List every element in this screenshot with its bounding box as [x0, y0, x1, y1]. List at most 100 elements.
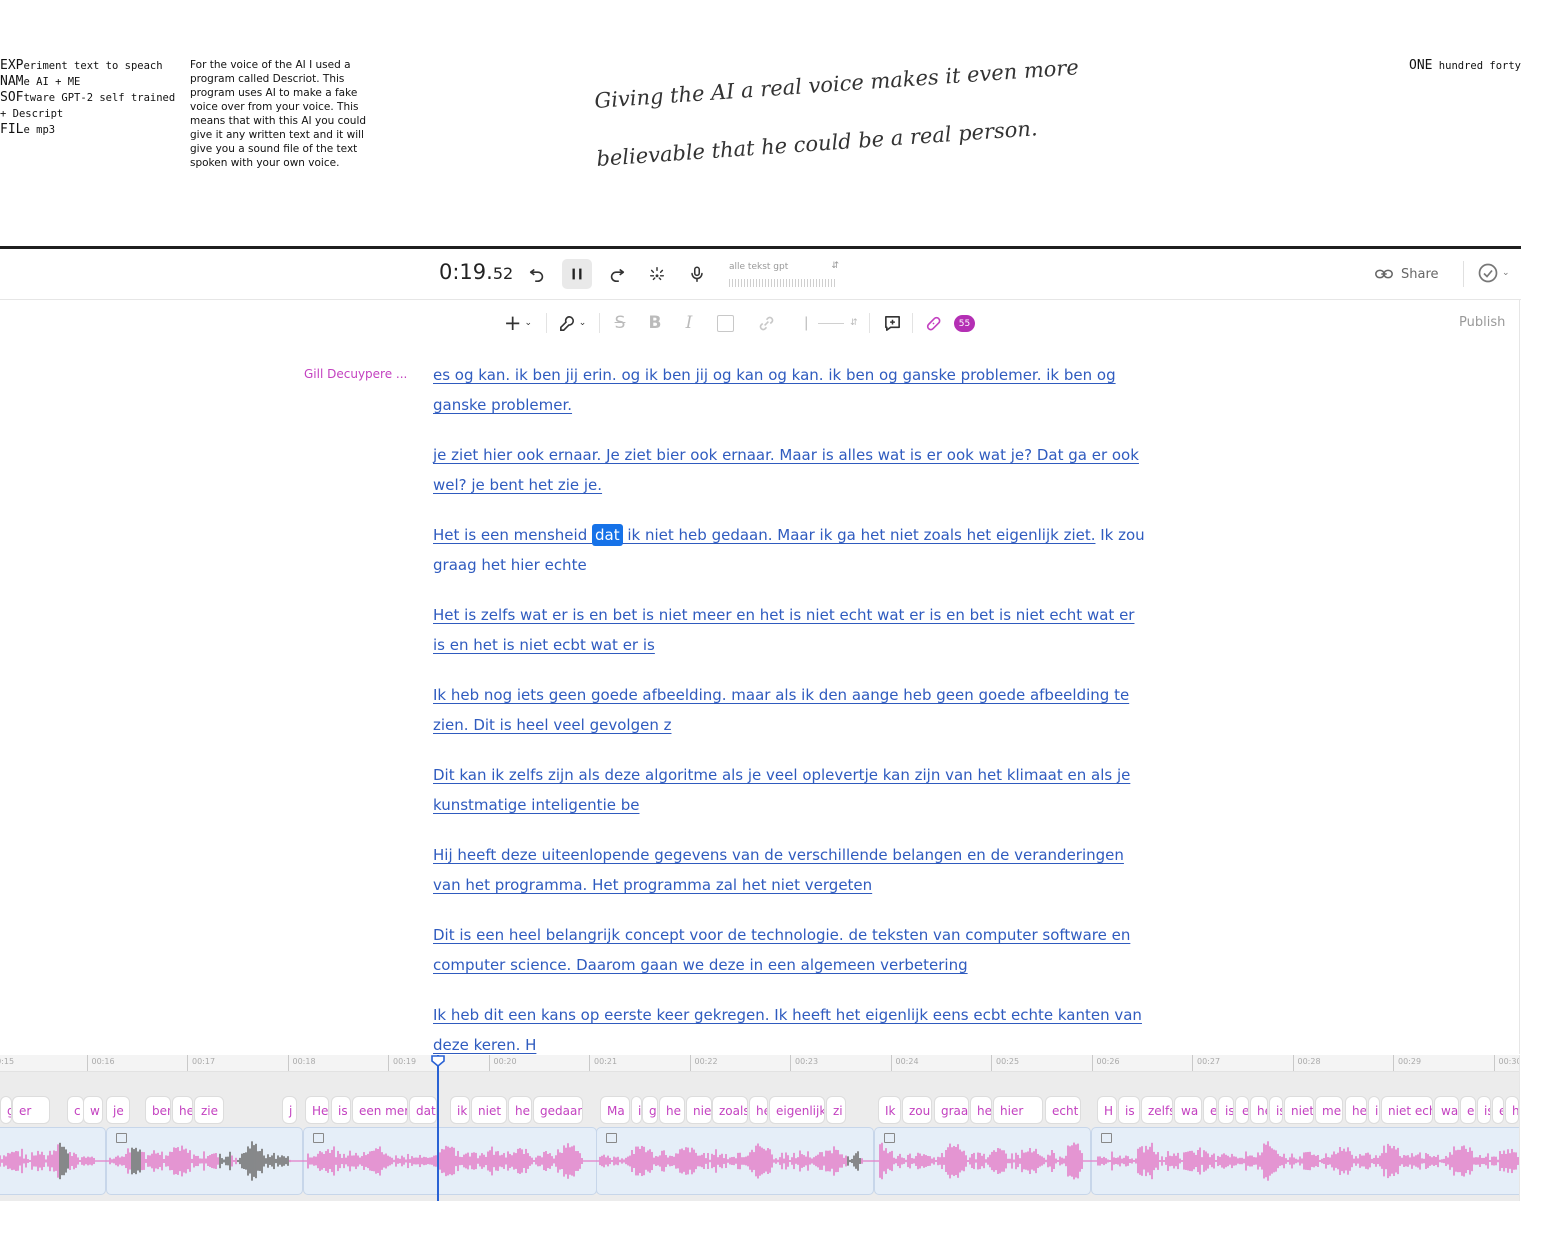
word-chip[interactable]: e [1460, 1096, 1476, 1124]
forward-button[interactable] [602, 259, 632, 289]
transcript-text[interactable]: Ik heb nog iets geen goede afbeelding. m… [433, 686, 1130, 734]
transcript-paragraph[interactable]: es og kan. ik ben jij erin. og ik ben ji… [433, 360, 1145, 420]
word-chip[interactable]: niet [1284, 1096, 1314, 1124]
transcript-paragraph[interactable]: Ik heb nog iets geen goede afbeelding. m… [433, 680, 1145, 740]
word-chip[interactable]: is [331, 1096, 351, 1124]
timeline[interactable]: 00:1500:1600:1700:1800:1900:2000:2100:22… [0, 1055, 1520, 1201]
transcript-text[interactable]: Dit kan ik zelfs zijn als deze algoritme… [433, 766, 1131, 814]
transcript-text-unlinked[interactable]: Ik zou graag het hier echte [433, 526, 1145, 574]
word-chip[interactable]: w [83, 1096, 103, 1124]
word-chip[interactable]: g [642, 1096, 658, 1124]
corrections-count-badge[interactable]: 55 [954, 315, 975, 332]
word-chip[interactable]: echt [1045, 1096, 1081, 1124]
word-chip[interactable]: me [1315, 1096, 1343, 1124]
transcript-paragraph[interactable]: je ziet hier ook ernaar. Je ziet bier oo… [433, 440, 1145, 500]
word-chip[interactable]: niet [471, 1096, 507, 1124]
word-chip[interactable]: H [1097, 1096, 1117, 1124]
review-status-button[interactable]: ⌄ [1477, 262, 1510, 284]
transcript-text[interactable]: Dit is een heel belangrijk concept voor … [433, 926, 1131, 974]
transcript-paragraph[interactable]: Dit is een heel belangrijk concept voor … [433, 920, 1145, 980]
share-button[interactable]: Share [1374, 262, 1439, 286]
word-chip[interactable]: wa [1174, 1096, 1202, 1124]
voice-selector[interactable]: alle tekst gpt ⇵ [729, 259, 839, 289]
transcript-text[interactable]: je ziet hier ook ernaar. Je ziet bier oo… [433, 446, 1139, 494]
transcript-text[interactable]: Hij heeft deze uiteenlopende gegevens va… [433, 846, 1124, 894]
transcript-text[interactable]: Ik heb dit een kans op eerste keer gekre… [433, 1006, 1142, 1054]
transcript-paragraph[interactable]: Dit kan ik zelfs zijn als deze algoritme… [433, 760, 1145, 820]
word-chip[interactable]: c [67, 1096, 84, 1124]
add-button[interactable]: +⌄ [501, 308, 535, 338]
tools-button[interactable]: ⌄ [555, 308, 589, 338]
transcript-text[interactable]: ik niet heb gedaan. Maar ik ga het niet … [622, 526, 1096, 544]
word-chip[interactable]: he [1505, 1096, 1519, 1124]
playhead[interactable] [437, 1055, 439, 1201]
rewind-button[interactable] [522, 259, 552, 289]
word-chip[interactable]: hier [993, 1096, 1043, 1124]
word-chip[interactable]: niet ech [1381, 1096, 1433, 1124]
word-chip[interactable]: is [1118, 1096, 1140, 1124]
word-chip[interactable]: er [12, 1096, 50, 1124]
transcript-paragraph[interactable]: Het is een mensheid dat ik niet heb geda… [433, 520, 1145, 580]
word-chip[interactable]: he [1345, 1096, 1367, 1124]
word-chip[interactable]: ben [145, 1096, 171, 1124]
word-chip[interactable]: he [508, 1096, 532, 1124]
link-button[interactable] [754, 308, 778, 338]
word-chip[interactable]: zelfs [1141, 1096, 1173, 1124]
marker-selector[interactable]: ❘⇵ [797, 308, 861, 338]
word-chip[interactable]: e [1492, 1096, 1504, 1124]
word-chip[interactable]: e [1203, 1096, 1217, 1124]
playhead-handle[interactable] [431, 1055, 445, 1067]
transcript-paragraph[interactable]: Het is zelfs wat er is en bet is niet me… [433, 600, 1145, 660]
word-chip[interactable]: j [282, 1096, 297, 1124]
word-chip[interactable]: niet [686, 1096, 712, 1124]
word-chip[interactable]: een mer [352, 1096, 408, 1124]
word-chip[interactable]: g [0, 1096, 12, 1124]
word-chip[interactable]: dat [409, 1096, 437, 1124]
word-chip[interactable]: ik [450, 1096, 470, 1124]
word-chip[interactable]: is [1477, 1096, 1491, 1124]
record-button[interactable] [682, 259, 712, 289]
word-chip[interactable]: i [1368, 1096, 1380, 1124]
word-chip[interactable]: he [749, 1096, 768, 1124]
ruler-tick-label: 00:17 [192, 1057, 216, 1066]
word-chip[interactable]: zie [194, 1096, 224, 1124]
word-chip[interactable]: he [1250, 1096, 1268, 1124]
strikethrough-button[interactable]: S [608, 308, 632, 338]
transcript-text[interactable]: Het is zelfs wat er is en bet is niet me… [433, 606, 1135, 654]
word-chip[interactable]: Ik [878, 1096, 901, 1124]
word-chip[interactable]: i [631, 1096, 642, 1124]
word-chip[interactable]: Ma [600, 1096, 630, 1124]
transcript-text[interactable]: es og kan. ik ben jij erin. og ik ben ji… [433, 366, 1116, 414]
word-chip[interactable]: wa [1434, 1096, 1459, 1124]
pause-button[interactable] [562, 259, 592, 289]
transcript-text[interactable]: Het is een mensheid [433, 526, 592, 544]
word-chip[interactable]: he [172, 1096, 193, 1124]
word-chip[interactable]: zou [902, 1096, 932, 1124]
metadata-text: tware GPT-2 self trained [23, 92, 176, 104]
word-chip[interactable]: is [1269, 1096, 1283, 1124]
bold-button[interactable]: B [643, 308, 667, 338]
word-chip[interactable]: zoals [712, 1096, 748, 1124]
word-chip[interactable]: he [970, 1096, 992, 1124]
box-button[interactable] [713, 308, 737, 338]
time-ruler[interactable]: 00:1500:1600:1700:1800:1900:2000:2100:22… [0, 1055, 1519, 1072]
word-chip[interactable]: gedaan [533, 1096, 583, 1124]
transcript-paragraph[interactable]: Ik heb dit een kans op eerste keer gekre… [433, 1000, 1145, 1054]
word-chip[interactable]: He [305, 1096, 329, 1124]
word-chip[interactable]: e [1235, 1096, 1249, 1124]
speaker-label[interactable]: Gill Decuypere ... [304, 367, 408, 381]
word-chip[interactable]: zi [826, 1096, 846, 1124]
effects-button[interactable] [642, 259, 672, 289]
selected-word[interactable]: dat [592, 524, 623, 546]
publish-button[interactable]: Publish [1459, 315, 1506, 330]
word-chip[interactable]: graa [934, 1096, 969, 1124]
word-chip[interactable]: eigenlijk [769, 1096, 825, 1124]
word-chip[interactable]: is [1218, 1096, 1234, 1124]
correction-button[interactable] [920, 308, 946, 338]
italic-button[interactable]: I [677, 308, 701, 338]
word-chip[interactable]: he [659, 1096, 685, 1124]
transcript-paragraph[interactable]: Hij heeft deze uiteenlopende gegevens va… [433, 840, 1145, 900]
word-chip[interactable]: je [106, 1096, 130, 1124]
add-comment-button[interactable] [879, 308, 905, 338]
format-toolbar: +⌄ ⌄ S B I ❘⇵ 55 Publish [0, 300, 1520, 346]
